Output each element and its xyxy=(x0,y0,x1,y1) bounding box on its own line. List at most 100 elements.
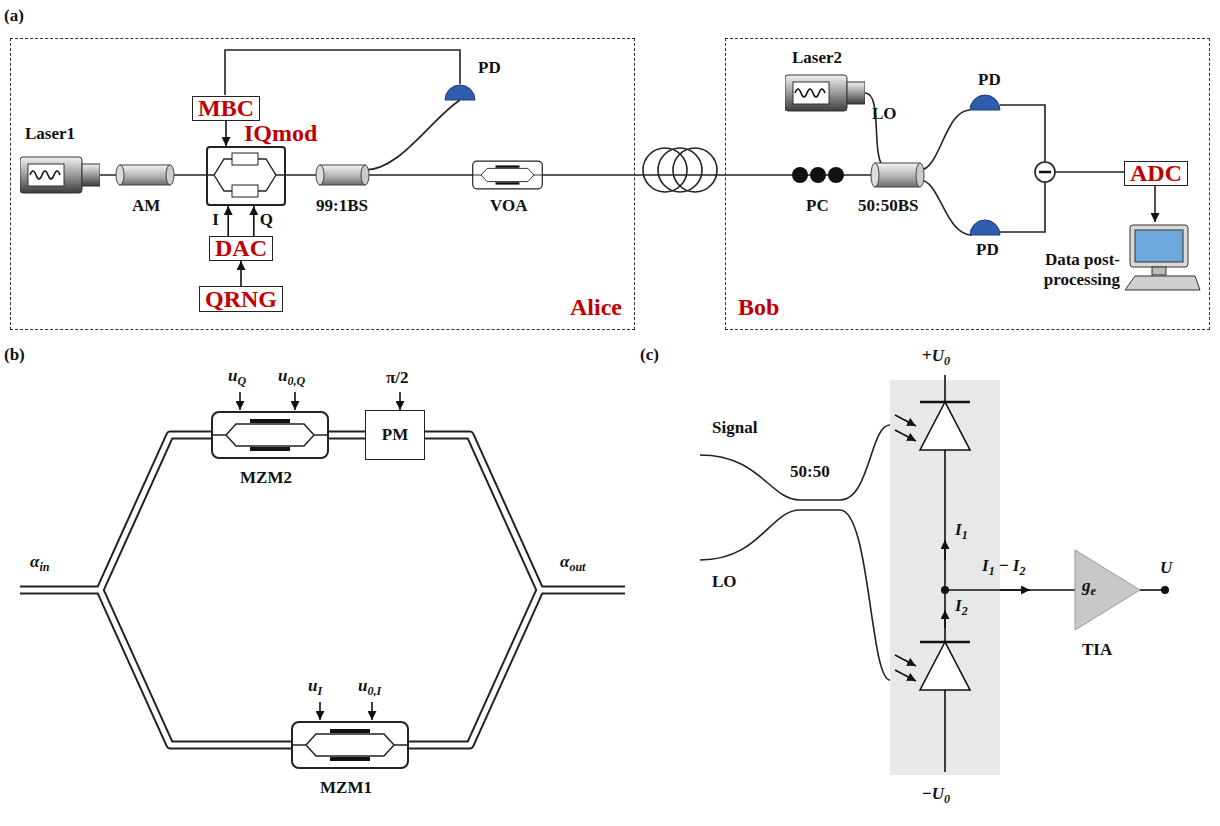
signal-symbol-part: in xyxy=(39,560,49,574)
voltage-arrow-part xyxy=(239,392,241,410)
fiber-part xyxy=(1000,105,1045,162)
subtractor-part xyxy=(1039,171,1051,174)
part-label: 99:1BS xyxy=(316,196,368,216)
node-label: Alice xyxy=(570,294,622,321)
signal-symbol-part: Q xyxy=(237,374,246,388)
signal-symbol-part: − xyxy=(922,784,932,803)
signal-symbol: −U0 xyxy=(922,784,950,807)
subtractor-part xyxy=(1035,162,1055,182)
rng-box: QRNG xyxy=(199,286,283,312)
signal-symbol-part: I xyxy=(955,596,962,615)
part-label: PD xyxy=(976,240,999,260)
signal-symbol-part: out xyxy=(569,560,585,574)
signal-name: Q xyxy=(260,210,273,230)
diode-circuit-part xyxy=(1000,589,1030,591)
cylinder-component-part xyxy=(916,163,924,187)
diode-circuit-part xyxy=(944,610,946,628)
computer-icon-part xyxy=(1152,267,1166,275)
waveguide xyxy=(20,435,625,745)
part-label: MZM1 xyxy=(320,778,372,798)
node-label: Bob xyxy=(738,294,779,321)
signal-symbol: u0,Q xyxy=(278,366,305,389)
phase-modulator-box: PM xyxy=(365,410,425,460)
signal-arrow xyxy=(225,121,227,146)
diode-circuit-part xyxy=(895,430,916,441)
signal-symbol: I2 xyxy=(955,596,968,619)
diode-circuit-part xyxy=(944,375,946,402)
part-label: (b) xyxy=(4,345,25,365)
node-label: ADC xyxy=(1130,160,1182,187)
cylinder-component-part xyxy=(320,165,365,185)
polarization-controller-part xyxy=(810,167,826,183)
signal-symbol-part: g xyxy=(1082,576,1091,595)
photodiode xyxy=(445,85,1000,235)
part-label: LO xyxy=(712,572,737,592)
photodiode-part xyxy=(970,95,1000,110)
node-label: PM xyxy=(382,425,408,445)
fiber xyxy=(100,50,1155,235)
signal-symbol-part: 2 xyxy=(962,604,968,618)
diode-circuit-part xyxy=(895,670,916,681)
signal-symbol: U xyxy=(1160,558,1172,578)
amplifier-symbol xyxy=(1075,550,1140,630)
fiber-part xyxy=(365,100,460,170)
signal-symbol: uQ xyxy=(228,366,246,389)
signal-symbol: u0,I xyxy=(358,676,381,699)
cylinder-component-part xyxy=(116,165,124,185)
part-label: PC xyxy=(806,196,829,216)
detector-ground xyxy=(890,380,1000,775)
signal-symbol: αout xyxy=(560,552,585,575)
cylinder-component-part xyxy=(166,165,174,185)
part-label: TIA xyxy=(1082,640,1112,660)
fiber-part xyxy=(920,180,972,235)
part-label: Signal xyxy=(712,418,757,438)
node-label: MBC xyxy=(198,95,254,122)
polarization-controller-part xyxy=(792,167,808,183)
iq-modulator-interior-part xyxy=(232,153,258,165)
part-label: Laser2 xyxy=(792,48,842,68)
mzm-symbol xyxy=(212,412,328,458)
diode-circuit-part xyxy=(895,415,916,426)
controller-box: MBC xyxy=(192,96,260,121)
cylinder-component-part xyxy=(120,165,170,185)
signal-symbol: uI xyxy=(308,676,322,699)
part-label: PD xyxy=(978,70,1001,90)
part-label: AM xyxy=(132,196,160,216)
signal-symbol-part: I xyxy=(1013,556,1020,575)
party-region: Alice MBCIQmodDAC QRNG xyxy=(10,38,635,330)
laser-symbol xyxy=(785,75,865,111)
signal-symbol-part: 1 xyxy=(989,564,995,578)
signal-symbol-part: 2 xyxy=(1019,564,1025,578)
signal-symbol-part: + xyxy=(922,346,932,365)
part-label: 50:50 xyxy=(790,462,830,482)
converter-box: DAC xyxy=(209,236,273,261)
coupler-fiber-part xyxy=(700,510,890,680)
output-terminal xyxy=(1161,586,1169,594)
voltage-arrow-part xyxy=(319,702,321,720)
signal-arrow xyxy=(253,206,255,236)
fiber-coil-part xyxy=(673,148,717,192)
fiber-part xyxy=(225,50,460,95)
node-label: QRNG xyxy=(205,286,277,313)
part-label: (c) xyxy=(640,345,659,365)
diode-circuit-part xyxy=(920,402,970,450)
computer-icon-part xyxy=(1125,276,1200,290)
signal-symbol-part: I xyxy=(317,684,322,698)
laser-symbol xyxy=(20,157,100,193)
signal-arrow xyxy=(227,206,229,236)
photodiode-part xyxy=(970,220,1000,235)
junction-dot xyxy=(941,586,949,594)
polarization-controller xyxy=(792,167,844,183)
signal-symbol-part: α xyxy=(560,552,569,571)
party-region: Bob ADC xyxy=(725,38,1210,330)
signal-symbol-part: 0 xyxy=(944,792,950,806)
signal-symbol-part: − xyxy=(995,556,1013,575)
node-label: DAC xyxy=(215,235,267,262)
iq-modulator-interior xyxy=(206,146,284,204)
diode-circuit-part xyxy=(895,655,916,666)
node-label: IQmod xyxy=(244,120,317,147)
signal-symbol-part: U xyxy=(932,784,944,803)
part-label: Data post-processing xyxy=(995,250,1120,289)
